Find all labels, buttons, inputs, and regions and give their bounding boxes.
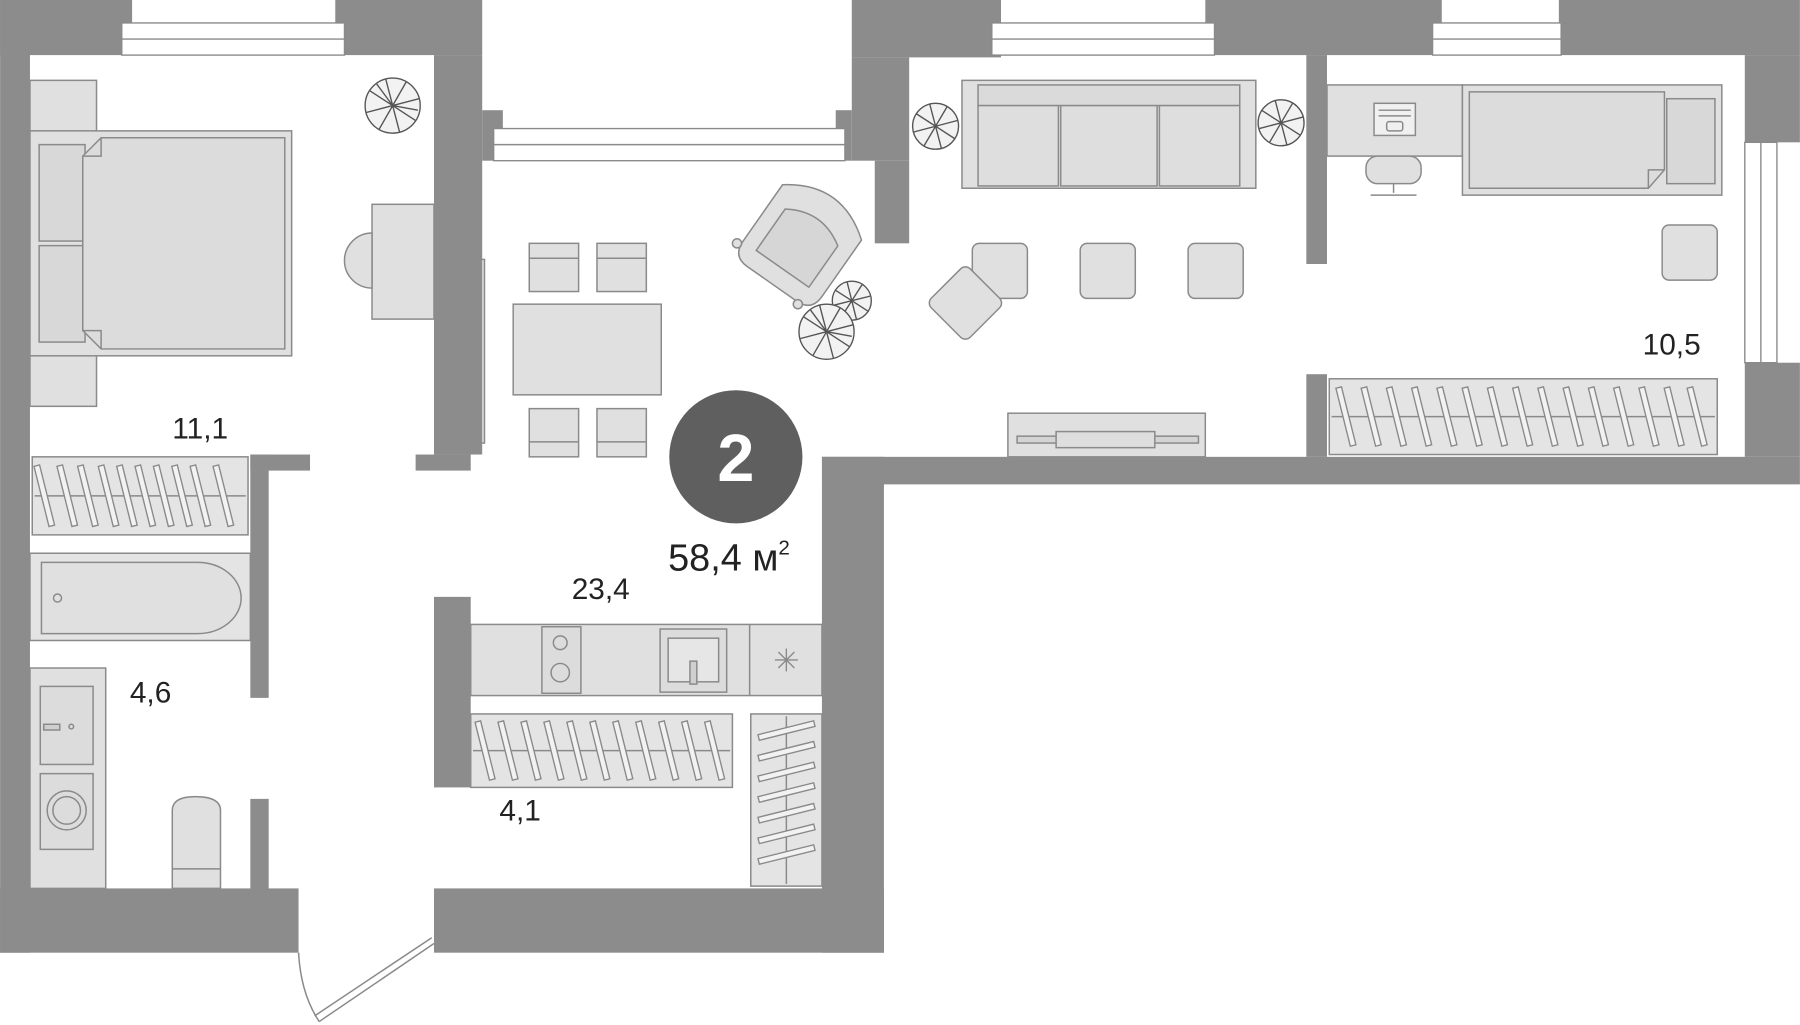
room-area-room-2: 10,5 <box>1643 329 1701 362</box>
room2-pouf <box>1661 224 1718 281</box>
pouf <box>1079 242 1137 300</box>
room-area-bedroom: 11,1 <box>172 412 228 445</box>
dining-chair <box>528 407 580 458</box>
windows <box>121 22 1778 364</box>
room-count: 2 <box>717 422 754 496</box>
entrance-door <box>297 937 435 1023</box>
dining-chair <box>596 407 648 458</box>
hob-icon <box>774 648 798 672</box>
plant-icons <box>364 77 1305 360</box>
bed-pillow-top <box>38 143 86 242</box>
bedroom-chair <box>343 232 373 289</box>
walls <box>0 0 1800 953</box>
room-area-living-kitchen: 23,4 <box>572 573 630 606</box>
dining-chair <box>528 242 580 293</box>
washing-machine <box>39 772 94 851</box>
total-area: 58,4 м2 <box>668 536 790 579</box>
furniture <box>29 79 1723 890</box>
plant-icon <box>911 102 960 150</box>
plant-icon <box>1257 99 1305 147</box>
blanket-fold-2 <box>82 329 102 349</box>
plant-icon <box>364 77 421 134</box>
dining-chair <box>596 242 648 293</box>
bedroom-desk <box>371 203 435 320</box>
bed-pillow-bottom <box>38 244 86 343</box>
blanket-fold <box>82 137 102 157</box>
room2-pillow <box>1665 97 1716 185</box>
room-count-badge <box>669 390 803 524</box>
bed-blanket <box>82 136 286 350</box>
toilet <box>171 795 222 890</box>
kitchen-counter <box>469 623 823 697</box>
room-area-hall: 4,1 <box>499 795 540 828</box>
room-area-bathroom: 4,6 <box>130 676 171 709</box>
bathtub <box>40 561 242 635</box>
dining-table <box>512 303 663 396</box>
area-badge: 2 <box>669 390 803 524</box>
pouf <box>1187 242 1244 300</box>
wardrobe-hangers <box>33 386 1708 866</box>
pouf-rotated <box>928 266 1003 340</box>
plant-icon <box>798 303 855 360</box>
armchair <box>737 184 863 307</box>
office-chair <box>1365 155 1422 185</box>
